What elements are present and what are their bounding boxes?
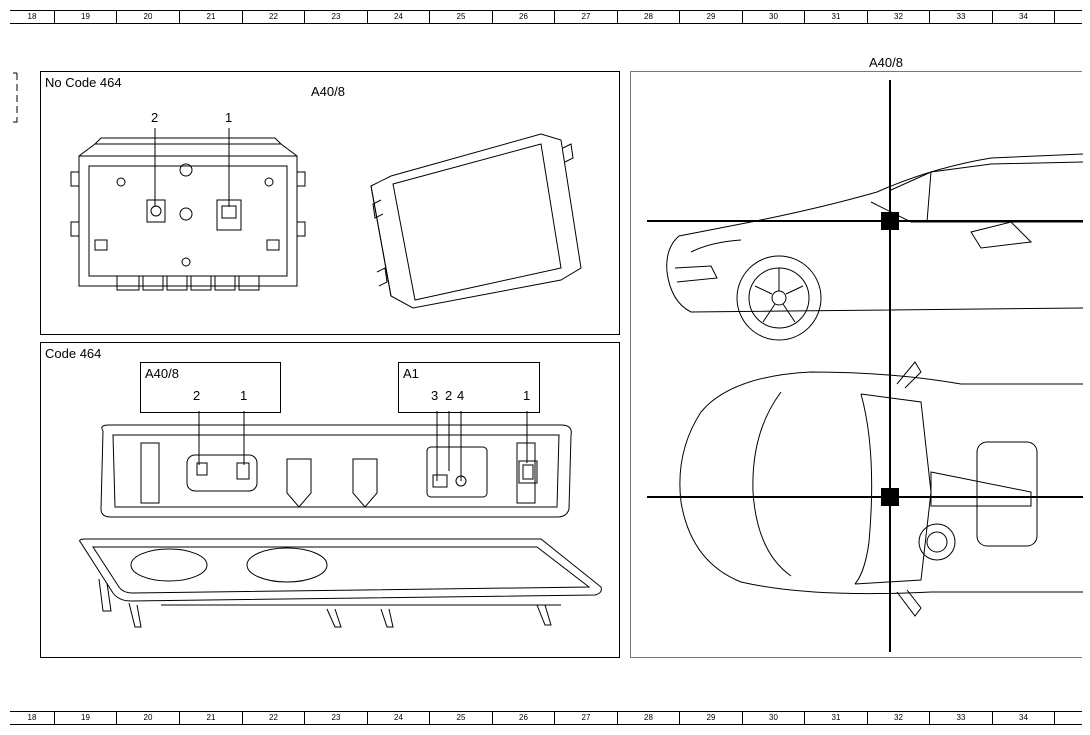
grid-column-label: 28 (617, 712, 679, 724)
grid-column-label: 25 (429, 11, 492, 23)
grid-column-label: 20 (116, 712, 179, 724)
grid-column-label: 33 (929, 712, 992, 724)
grid-column-label (1054, 11, 1082, 23)
callout-3: 3 (431, 388, 439, 403)
instrument-cluster-drawing (70, 128, 582, 309)
grid-column-label: 18 (27, 713, 37, 722)
callout-box-label: A40/8 (145, 366, 179, 381)
grid-column-label: 32 (867, 11, 929, 23)
grid-column-label: 34 (992, 11, 1054, 23)
grid-column-label (1054, 712, 1082, 724)
grid-column-label: 30 (742, 712, 804, 724)
grid-column-label: 30 (742, 11, 804, 23)
callout-2: 2 (445, 388, 453, 403)
grid-column-label: 33 (929, 11, 992, 23)
component-ref: A40/8 (311, 84, 345, 99)
grid-column-label: 29 (679, 712, 742, 724)
grid-column-label: 28 (617, 11, 679, 23)
grid-column-label: 22 (242, 11, 304, 23)
callout-1: 1 (225, 110, 233, 125)
callout-2: 2 (193, 388, 201, 403)
panel-title: No Code 464 (45, 75, 122, 90)
vehicle-location-ref: A40/8 (869, 55, 903, 70)
widescreen-cockpit-drawing (79, 411, 602, 628)
grid-column-label: 23 (304, 712, 367, 724)
grid-column-label: 26 (492, 11, 554, 23)
margin-dash-mark (13, 72, 18, 123)
panel-vehicle-location (630, 71, 1084, 658)
grid-column-label: 19 (54, 712, 116, 724)
grid-column-label: 18 (27, 12, 37, 21)
grid-column-label: 27 (554, 712, 617, 724)
grid-column-label: 23 (304, 11, 367, 23)
grid-column-label: 26 (492, 712, 554, 724)
grid-column-label: 24 (367, 712, 429, 724)
callout-box-a40-8: A40/8 2 1 (140, 362, 281, 413)
grid-column-label: 21 (179, 712, 242, 724)
grid-column-label: 31 (804, 11, 867, 23)
grid-column-label: 31 (804, 712, 867, 724)
callout-4: 4 (457, 388, 465, 403)
panel-code-464: Code 464 A40/8 2 1 A1 3 2 4 1 (40, 342, 620, 658)
grid-column-label: 22 (242, 712, 304, 724)
callout-box-label: A1 (403, 366, 419, 381)
grid-column-label: 21 (179, 11, 242, 23)
grid-column-label: 29 (679, 11, 742, 23)
location-marker-top (881, 488, 899, 506)
grid-column-label: 34 (992, 712, 1054, 724)
grid-column-label: 19 (54, 11, 116, 23)
panel-no-code-464: No Code 464 A40/8 2 1 (40, 71, 620, 335)
grid-column-label: 32 (867, 712, 929, 724)
callout-box-a1: A1 3 2 4 1 (398, 362, 540, 413)
grid-column-label: 27 (554, 11, 617, 23)
location-marker-side (881, 212, 899, 230)
vehicle-location-drawing (647, 80, 1084, 652)
panel-title: Code 464 (45, 346, 102, 361)
callout-1: 1 (523, 388, 531, 403)
grid-column-label: 24 (367, 11, 429, 23)
grid-column-label: 25 (429, 712, 492, 724)
callout-2: 2 (151, 110, 159, 125)
callout-1: 1 (240, 388, 248, 403)
grid-column-label: 20 (116, 11, 179, 23)
